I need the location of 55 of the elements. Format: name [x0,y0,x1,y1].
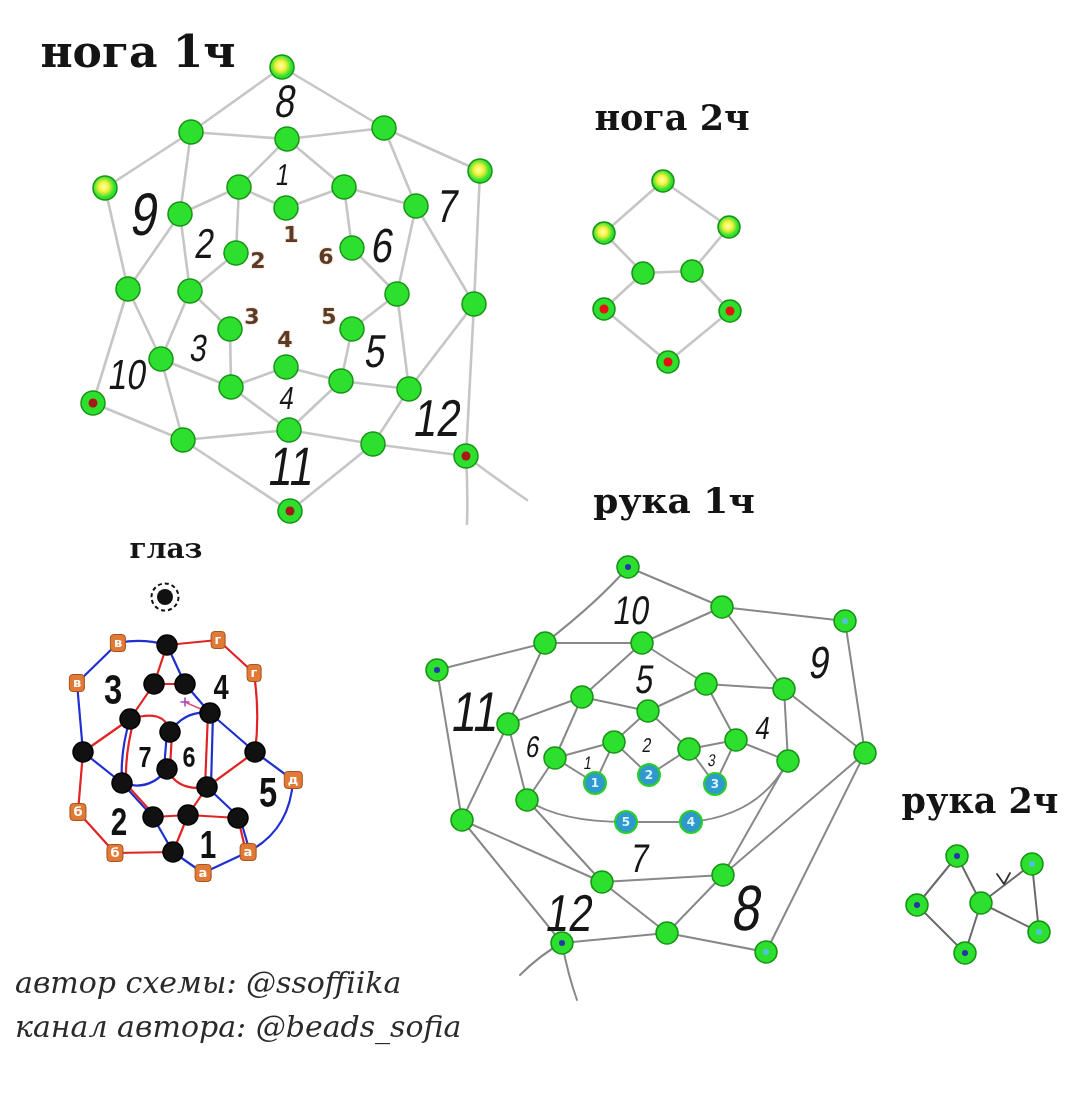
bead-digit: 3 [710,778,720,790]
row-number: 4 [752,712,774,744]
bead-digit: 2 [644,769,654,781]
bead-digit: 4 [686,816,696,828]
row-number: 2 [191,223,220,265]
row-number: 5 [631,659,659,699]
bead-number: 3 [244,306,260,328]
bead-letter: а [194,864,212,882]
bead-letter: г [246,664,262,682]
bead-letter: а [239,843,257,861]
author-credit: автор схемы: @ssoffiika [15,968,402,998]
row-number: 9 [125,185,165,245]
row-number: 12 [541,887,599,939]
bead-letter: б [69,803,87,821]
bead-letter: б [106,844,124,862]
row-number: 12 [409,392,467,444]
row-number: 3 [103,669,123,711]
bead-letter: д [283,771,303,789]
row-number: 5 [258,772,278,814]
row-number: 7 [626,838,654,878]
row-number: 1 [199,826,217,864]
row-number: 7 [138,742,152,772]
row-number: 10 [104,354,152,396]
row-number: 3 [186,329,212,367]
row-number: 6 [367,222,399,270]
bead-number: 1 [283,224,299,246]
row-number: 6 [522,732,544,762]
row-number: 9 [804,639,836,685]
row-number: 8 [727,876,769,940]
row-number: 11 [446,684,506,740]
row-number: 10 [609,590,655,630]
section-heading: глаз [129,535,203,563]
bead-number: 2 [250,250,266,272]
section-heading: нога 2ч [594,99,750,135]
row-number: 4 [213,668,229,704]
bead-letter: в [68,674,86,692]
row-number: 1 [581,754,595,772]
row-number: 2 [110,803,128,841]
bead-letter: в [109,634,127,652]
bead-letter: г [210,631,226,649]
row-number: 7 [432,183,464,229]
row-number: 11 [263,439,321,493]
row-number: 3 [706,751,718,769]
bead-digit: 1 [590,777,600,789]
section-heading: нога 1ч [40,30,236,74]
bead-digit: 5 [621,816,631,828]
row-number: 1 [272,160,294,190]
bead-number: 5 [321,306,337,328]
row-number: 2 [640,735,654,755]
row-number: 5 [360,328,392,374]
bead-number: 6 [318,246,334,268]
bead-number: 4 [277,329,293,351]
row-number: 6 [182,742,196,772]
row-number: 4 [276,382,298,414]
row-number: 8 [270,78,302,124]
